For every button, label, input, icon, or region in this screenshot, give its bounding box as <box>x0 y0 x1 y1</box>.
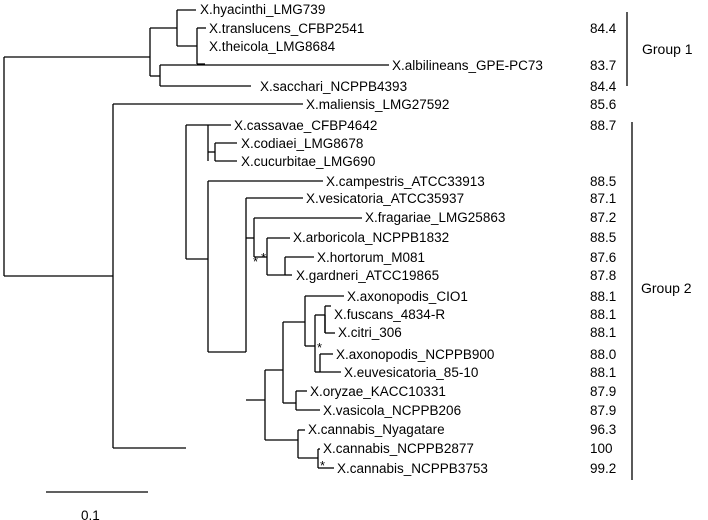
taxon-label: X.codiaei_LMG8678 <box>241 136 363 151</box>
support-value: 87.2 <box>590 210 616 225</box>
group-2-label: Group 2 <box>641 280 692 296</box>
taxon-label: X.arboricola_NCPPB1832 <box>293 230 449 245</box>
taxon-label: X.campestris_ATCC33913 <box>326 174 485 189</box>
taxon-label: X.translucens_CFBP2541 <box>209 21 364 36</box>
support-value: 87.9 <box>590 403 616 418</box>
taxon-label: X.citri_306 <box>338 325 402 340</box>
support-value: 84.4 <box>590 21 617 36</box>
taxon-label: X.hortorum_M081 <box>317 250 425 265</box>
support-value: 100 <box>590 441 613 456</box>
taxon-label: X.oryzae_KACC10331 <box>310 384 446 399</box>
taxon-label: X.maliensis_LMG27592 <box>306 97 449 112</box>
scale-bar-label: 0.1 <box>81 508 100 520</box>
support-value: 88.5 <box>590 174 616 189</box>
support-value: 88.1 <box>590 365 616 380</box>
support-mark: * <box>320 458 325 473</box>
support-value: 84.4 <box>590 79 617 94</box>
support-value: 85.6 <box>590 97 616 112</box>
support-value: 88.0 <box>590 347 616 362</box>
support-value: 96.3 <box>590 422 616 437</box>
taxon-label: X.hyacinthi_LMG739 <box>200 2 325 17</box>
taxon-label: X.axonopodis_NCPPB900 <box>336 347 494 362</box>
tree-branches <box>3 9 389 469</box>
taxon-label: X.theicola_LMG8684 <box>209 39 336 54</box>
support-value: 99.2 <box>590 461 616 476</box>
taxon-label: X.vesicatoria_ATCC35937 <box>306 191 464 206</box>
taxon-label: X.fragariae_LMG25863 <box>365 210 505 225</box>
taxon-labels: X.hyacinthi_LMG739X.translucens_CFBP2541… <box>200 2 543 476</box>
taxon-label: X.axonopodis_CIO1 <box>347 289 468 304</box>
support-value: 87.6 <box>590 250 616 265</box>
support-value: 87.1 <box>590 191 616 206</box>
taxon-label: X.cucurbitae_LMG690 <box>241 154 375 169</box>
taxon-label: X.sacchari_NCPPB4393 <box>260 79 407 94</box>
support-values: 84.4 83.7 84.4 85.6 88.7 88.5 87.1 87.2 88.5 87.6… <box>590 21 617 476</box>
taxon-label: X.cannabis_NCPPB3753 <box>337 461 488 476</box>
taxon-label: X.vasicola_NCPPB206 <box>323 403 461 418</box>
support-value: 88.1 <box>590 289 616 304</box>
support-value: 83.7 <box>590 58 616 73</box>
taxon-label: X.cannabis_NCPPB2877 <box>323 441 474 456</box>
support-value: 88.7 <box>590 118 616 133</box>
support-mark: * <box>261 250 266 265</box>
taxon-label: X.cannabis_Nyagatare <box>308 422 445 437</box>
support-value: 88.1 <box>590 307 616 322</box>
taxon-label: X.cassavae_CFBP4642 <box>234 118 377 133</box>
support-value: 87.9 <box>590 384 616 399</box>
taxon-label: X.gardneri_ATCC19865 <box>296 268 439 283</box>
support-value: 88.5 <box>590 230 616 245</box>
taxon-label: X.fuscans_4834-R <box>334 307 445 322</box>
support-mark: * <box>253 254 258 269</box>
group-1-label: Group 1 <box>642 41 693 57</box>
support-value: 87.8 <box>590 268 616 283</box>
taxon-label: X.albilineans_GPE-PC73 <box>392 58 543 73</box>
support-mark: * <box>317 340 322 355</box>
support-value: 88.1 <box>590 325 616 340</box>
taxon-label: X.euvesicatoria_85-10 <box>344 365 478 380</box>
